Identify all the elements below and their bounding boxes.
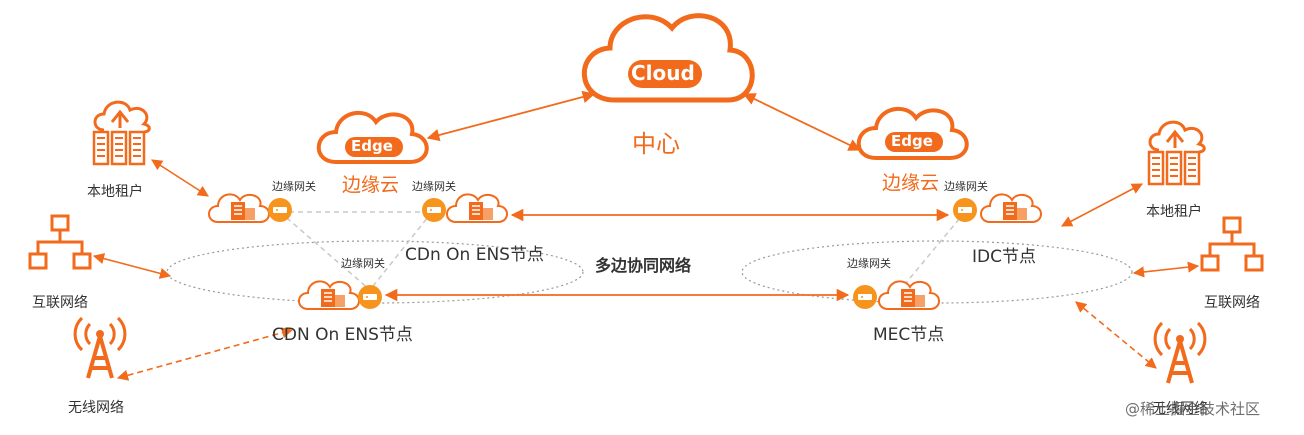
arrow-wireless-left	[116, 327, 294, 381]
mesh-links	[279, 211, 966, 291]
edge-right-label: 边缘云	[882, 172, 940, 194]
left-internet-label: 互联网络	[32, 295, 88, 311]
gateway-label: 边缘网关	[412, 180, 456, 193]
cloud-server-icon	[298, 280, 360, 310]
edge-left-label: 边缘云	[342, 174, 400, 196]
cloud-server-icon	[446, 193, 508, 223]
edge-left-cloud-label: Edge	[351, 137, 393, 155]
right-tenant-label: 本地租户	[1146, 204, 1202, 220]
antenna-icon	[73, 316, 127, 380]
network-ellipse-left	[166, 240, 584, 304]
arrow-wireless-right	[1075, 301, 1157, 369]
network-topology-icon	[1200, 216, 1264, 272]
tenant-server-icon	[92, 100, 151, 166]
watermark: @稀土掘金技术社区	[1125, 400, 1261, 418]
gateway-router-icon	[268, 198, 292, 222]
cloud-server-icon	[208, 193, 270, 223]
edge-right-cloud-label: Edge	[891, 132, 933, 150]
cloud-server-icon	[878, 280, 940, 310]
left-tenant-label: 本地租户	[87, 184, 143, 200]
network-ellipse-right	[741, 240, 1133, 304]
network-label: 多边协同网络	[595, 256, 692, 275]
gateway-label: 边缘网关	[944, 180, 988, 193]
gateway-label: 边缘网关	[847, 257, 891, 270]
center-cloud-icon	[581, 13, 755, 103]
gateway-router-icon	[953, 198, 977, 222]
antenna-icon	[1153, 321, 1207, 385]
arrow-tenant-left	[151, 159, 209, 197]
gateway-router-icon	[422, 198, 446, 222]
node-idc: IDC节点	[972, 247, 1036, 267]
cloud-server-icon	[980, 193, 1042, 223]
center-cloud-label: Cloud	[631, 61, 695, 85]
gateway-label: 边缘网关	[341, 257, 385, 270]
edge-cloud-right-icon	[856, 107, 969, 160]
node-cdn-ens-top: CDn On ENS节点	[405, 245, 544, 265]
arrow-internet-left	[92, 253, 172, 279]
edge-cloud-left-icon	[316, 111, 429, 164]
gateway-label: 边缘网关	[272, 180, 316, 193]
center-label: 中心	[632, 130, 680, 158]
arrow-internet-right	[1132, 261, 1200, 278]
gateway-router-icon	[853, 285, 877, 309]
arrow-edge-left-center	[426, 90, 596, 142]
right-internet-label: 互联网络	[1204, 295, 1260, 311]
arrow-tenant-right	[1061, 183, 1143, 227]
left-wireless-label: 无线网络	[68, 400, 124, 416]
arrow-edge-right-center	[742, 93, 862, 151]
right-wireless-label: 无线网络	[1152, 401, 1208, 417]
tenant-server-icon	[1147, 120, 1206, 186]
node-cdn-ens-bottom: CDN On ENS节点	[272, 325, 413, 345]
gateway-router-icon	[358, 285, 382, 309]
network-topology-icon	[28, 214, 92, 270]
node-mec: MEC节点	[873, 325, 945, 345]
